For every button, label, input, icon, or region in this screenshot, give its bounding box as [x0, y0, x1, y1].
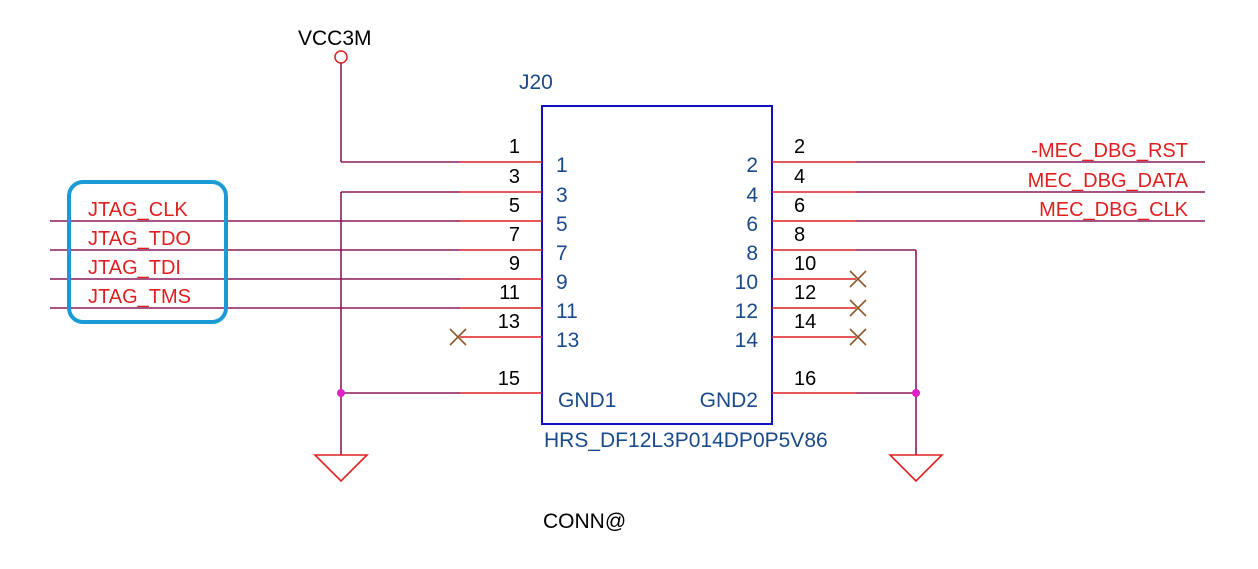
- pin-name: 10: [735, 271, 758, 294]
- right-pin-group: 2 2 4 4 6 6 8 8 10 10 12 12: [700, 136, 856, 412]
- no-connect-pin14: [849, 328, 867, 346]
- pin-number: 11: [499, 282, 520, 304]
- pin-name: 4: [746, 184, 758, 207]
- no-connect-stroke: [849, 270, 867, 288]
- pin-name: 12: [735, 300, 758, 323]
- pin-number: 15: [498, 368, 520, 390]
- net-label-mec-dbg-clk: MEC_DBG_CLK: [1039, 199, 1189, 221]
- net-label-mec-dbg-data: MEC_DBG_DATA: [1028, 170, 1189, 192]
- pin-name: GND1: [558, 389, 616, 412]
- pin-14: 14 14: [735, 311, 856, 352]
- no-connect-stroke: [849, 299, 867, 317]
- pin-5: 5 5: [460, 195, 568, 236]
- no-connect-pin13: [449, 328, 467, 346]
- net-label-mec-dbg-rst: -MEC_DBG_RST: [1031, 140, 1188, 162]
- junction-dot-right: [912, 389, 920, 397]
- no-connect-pin10: [849, 270, 867, 288]
- pin-4: 4 4: [746, 166, 856, 207]
- net-label-jtag-tdo: JTAG_TDO: [88, 228, 191, 250]
- pin-number: 1: [509, 136, 520, 158]
- highlight-box-jtag: [67, 180, 228, 324]
- pin-name: 5: [556, 213, 568, 236]
- vcc-power-symbol: [334, 50, 348, 64]
- connector-body: [541, 105, 773, 425]
- left-pin-group: 1 1 3 3 5 5 7 7 9 9 11 11: [460, 136, 616, 412]
- pin-name: 6: [746, 213, 758, 236]
- pin-number: 12: [794, 282, 816, 304]
- pin-11: 11 11: [460, 282, 578, 323]
- pin-name: 2: [746, 154, 758, 177]
- pin-number: 8: [794, 224, 805, 246]
- pin-name: 11: [556, 300, 578, 323]
- pin-number: 10: [794, 253, 816, 275]
- pin-13: 13 13: [460, 311, 579, 352]
- pin-7: 7 7: [460, 224, 568, 265]
- pin-name: 1: [556, 154, 568, 177]
- pin-name: 7: [556, 242, 568, 265]
- ground-symbol-left: [313, 454, 369, 483]
- pin-number: 6: [794, 195, 805, 217]
- pin-name: GND2: [700, 389, 758, 412]
- pin-number: 4: [794, 166, 805, 188]
- pin-number: 7: [509, 224, 520, 246]
- part-refdes: J20: [519, 71, 553, 94]
- pin-name: 13: [556, 329, 579, 352]
- pin-name: 8: [746, 242, 758, 265]
- no-connect-stroke: [449, 328, 467, 346]
- net-label-jtag-tms: JTAG_TMS: [88, 286, 191, 308]
- pin-1: 1 1: [460, 136, 568, 177]
- no-connect-stroke: [849, 328, 867, 346]
- part-footprint-note: CONN@: [543, 510, 626, 533]
- pin-9: 9 9: [460, 253, 568, 294]
- pin-number: 5: [509, 195, 520, 217]
- junction-dot-left: [337, 389, 345, 397]
- no-connect-pin12: [849, 299, 867, 317]
- pin-6: 6 6: [746, 195, 856, 236]
- pin-8: 8 8: [746, 224, 856, 265]
- pin-15: 15 GND1: [460, 368, 616, 412]
- pin-12: 12 12: [735, 282, 856, 323]
- part-value: HRS_DF12L3P014DP0P5V86: [544, 429, 828, 452]
- pin-name: 3: [556, 184, 568, 207]
- net-label-jtag-clk: JTAG_CLK: [88, 199, 188, 221]
- pin-number: 3: [509, 166, 520, 188]
- pin-name: 9: [556, 271, 568, 294]
- pin-16: 16 GND2: [700, 368, 856, 412]
- pin-2: 2 2: [746, 136, 856, 177]
- pin-name: 14: [735, 329, 759, 352]
- vcc-power-label: VCC3M: [298, 27, 372, 50]
- pin-number: 14: [794, 311, 816, 333]
- pin-number: 16: [794, 368, 816, 390]
- pin-number: 13: [498, 311, 520, 333]
- ground-symbol-right: [888, 454, 944, 483]
- pin-number: 2: [794, 136, 805, 158]
- pin-10: 10 10: [735, 253, 856, 294]
- pin-number: 9: [509, 253, 520, 275]
- pin-3: 3 3: [460, 166, 568, 207]
- net-label-jtag-tdi: JTAG_TDI: [88, 257, 181, 279]
